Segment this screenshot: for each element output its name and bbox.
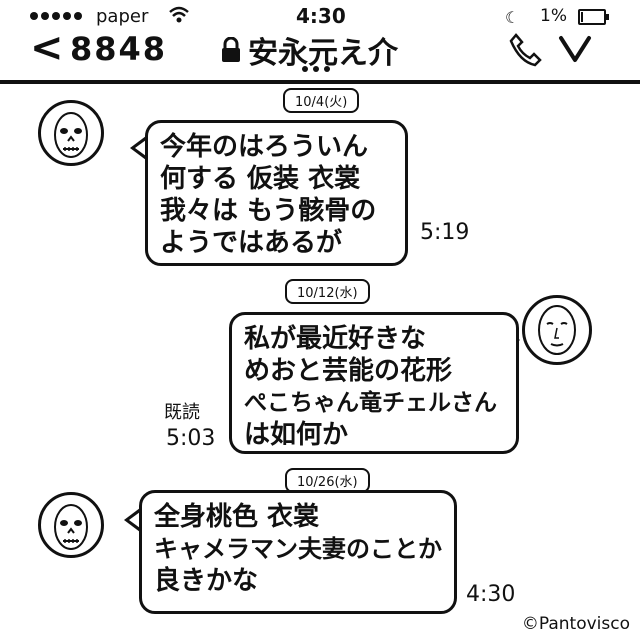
- more-dots-icon[interactable]: [302, 66, 330, 72]
- chat-title-area[interactable]: 安永元え介: [220, 28, 420, 72]
- wifi-icon: [168, 6, 190, 28]
- avatar[interactable]: [38, 492, 104, 558]
- chat-title: 安永元え介: [248, 36, 398, 71]
- bubble-tail: [130, 136, 146, 160]
- message-time: 5:03: [166, 426, 216, 451]
- read-receipt: 既読: [164, 402, 200, 423]
- message-line: ようではあるが: [160, 228, 343, 258]
- message-line: キャメラマン夫妻のことか: [154, 534, 442, 563]
- carrier-name: paper: [96, 6, 149, 27]
- message-line: 何する 仮装 衣裳: [160, 164, 361, 194]
- back-chevron-icon[interactable]: <: [30, 25, 64, 71]
- header-divider: [0, 80, 640, 84]
- do-not-disturb-icon: ☾: [505, 8, 520, 27]
- message-line: 全身桃色 衣裳: [154, 502, 320, 532]
- unread-count[interactable]: 8848: [70, 30, 168, 68]
- avatar[interactable]: [38, 100, 104, 166]
- message-line: 今年のはろういん: [160, 132, 369, 162]
- bubble-tail: [124, 508, 140, 532]
- message-line: ぺこちゃん竜チェルさん: [244, 389, 497, 416]
- date-divider: 10/12(水): [285, 279, 370, 304]
- status-time: 4:30: [296, 4, 346, 28]
- date-divider: 10/4(火): [283, 88, 360, 113]
- message-line: 良きかな: [154, 566, 259, 596]
- message-bubble[interactable]: 私が最近好きな めおと芸能の花形 ぺこちゃん竜チェルさん は如何か: [229, 312, 519, 454]
- message-bubble[interactable]: 今年のはろういん 何する 仮装 衣裳 我々は もう骸骨の ようではあるが: [145, 120, 408, 266]
- signal-strength-icon: [30, 12, 82, 20]
- avatar[interactable]: [522, 295, 592, 365]
- message-line: は如何か: [244, 420, 349, 450]
- message-time: 4:30: [466, 582, 516, 607]
- lock-icon: [222, 37, 240, 62]
- message-line: 私が最近好きな: [244, 324, 427, 354]
- message-line: 我々は もう骸骨の: [160, 196, 377, 226]
- message-line: めおと芸能の花形: [244, 356, 453, 386]
- chevron-down-icon[interactable]: [558, 34, 592, 68]
- copyright-text: ©Pantovisco: [521, 614, 630, 634]
- battery-percent: 1%: [540, 6, 567, 26]
- phone-icon[interactable]: [508, 32, 542, 72]
- message-bubble[interactable]: 全身桃色 衣裳 キャメラマン夫妻のことか 良きかな: [139, 490, 457, 614]
- message-time: 5:19: [420, 220, 470, 245]
- battery-icon: [578, 9, 609, 25]
